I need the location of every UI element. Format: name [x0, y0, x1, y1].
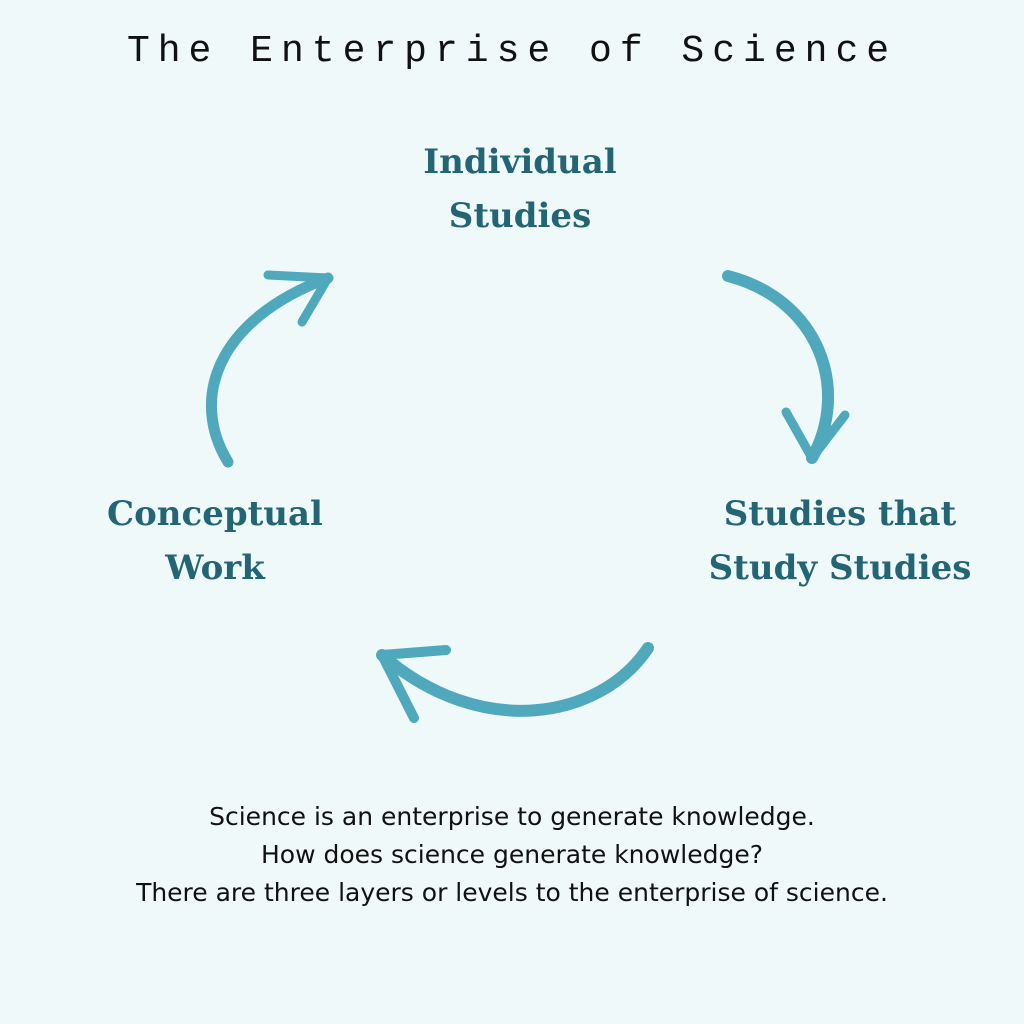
node-label-line: Individual	[423, 142, 617, 182]
caption-line: Science is an enterprise to generate kno…	[209, 802, 815, 831]
caption-line: How does science generate knowledge?	[260, 840, 763, 869]
page-title: The Enterprise of Science	[126, 30, 898, 73]
node-conceptual-work: Conceptual Work	[70, 487, 360, 595]
arrow-meta-to-conceptual-icon	[376, 642, 654, 723]
arrow-individual-to-meta-icon	[722, 270, 850, 464]
node-studies-that-study-studies: Studies that Study Studies	[680, 487, 1000, 595]
node-label-line: Work	[165, 548, 265, 588]
arrow-conceptual-to-individual-icon	[205, 270, 334, 468]
caption-line: There are three layers or levels to the …	[136, 878, 888, 907]
node-label-line: Studies that	[723, 494, 957, 534]
node-label-line: Conceptual	[107, 494, 323, 534]
node-individual-studies: Individual Studies	[380, 135, 660, 243]
caption: Science is an enterprise to generate kno…	[0, 798, 1024, 912]
node-label-line: Studies	[448, 196, 592, 236]
node-label-line: Study Studies	[708, 548, 972, 588]
